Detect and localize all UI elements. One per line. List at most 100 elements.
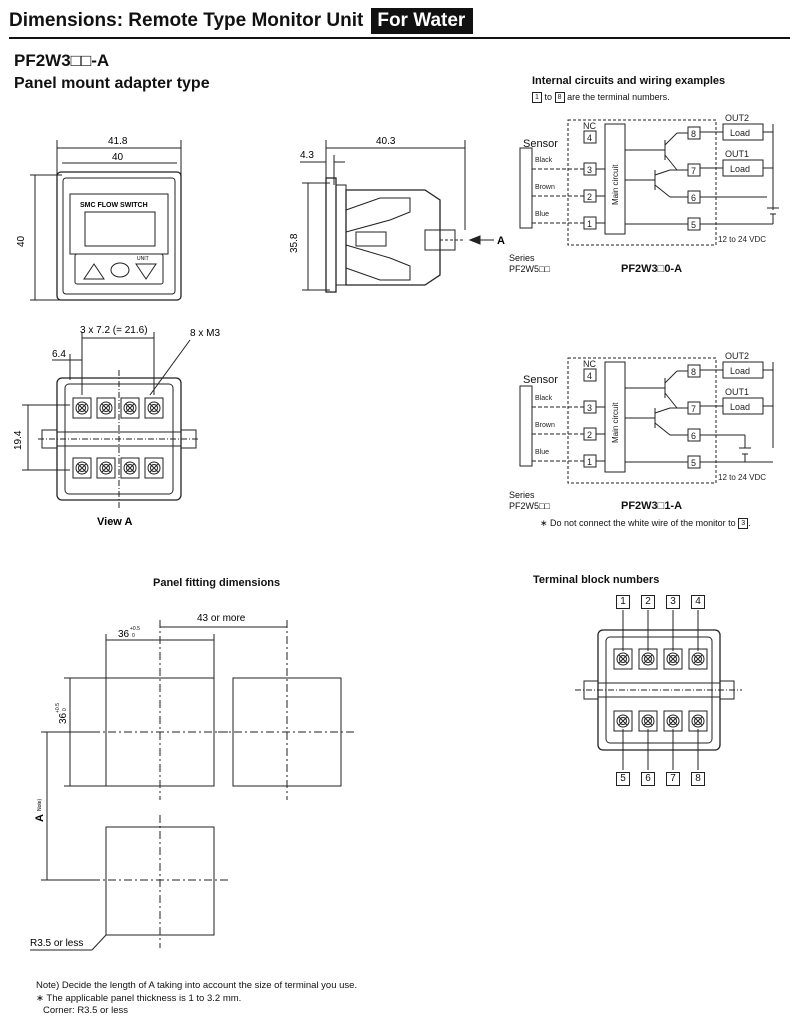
circuit-note-end: . [748, 518, 751, 528]
terminal-number-top: 1 [616, 595, 630, 609]
terminal-screw [688, 710, 708, 732]
terminal-number-top: 2 [641, 595, 655, 609]
nc-label: NC [583, 121, 596, 131]
output-label: OUT1 [725, 387, 749, 397]
terminal-number: 3 [587, 165, 592, 175]
output-label: OUT1 [725, 149, 749, 159]
sensor-label: Sensor [523, 374, 558, 386]
terminal-number: 1 [587, 457, 592, 467]
terminal-screw [688, 648, 708, 670]
corner-radius: R3.5 or less [30, 938, 83, 949]
series-label: Series [509, 253, 535, 263]
product-subtitle: Panel mount adapter type [14, 75, 210, 92]
wire-color-label: Blue [535, 211, 549, 218]
unit-text: UNIT [137, 256, 149, 262]
wire-color-label: Brown [535, 422, 555, 429]
wire-color-label: Black [535, 395, 553, 402]
view-arrow-label: A [497, 235, 505, 247]
terminal-screw [96, 397, 116, 419]
terminal-number-bottom: 5 [616, 772, 630, 786]
circuit-diagram-2: Main circuit4321NCBlackBrownBlue8765Load… [519, 351, 774, 484]
output-label: OUT2 [725, 113, 749, 123]
diagram1-model: PF2W3□0-A [621, 263, 683, 275]
terminal-number: 8 [691, 129, 696, 139]
dim-spacing: 43 or more [197, 613, 246, 624]
terminal-screw [613, 648, 633, 670]
dim-pitch: 3 x 7.2 (= 21.6) [80, 325, 148, 336]
footnote-length: Note) Decide the length of A taking into… [36, 980, 358, 991]
terminal-block-title: Terminal block numbers [533, 574, 660, 586]
series-model: PF2W5□□ [509, 501, 550, 511]
wire-color-label: Brown [535, 184, 555, 191]
terminal-number-bottom: 6 [641, 772, 655, 786]
terminal-screw [638, 710, 658, 732]
terminal-number-box: 8 [554, 92, 565, 104]
series-label: Series [509, 490, 535, 500]
dim-offset: 6.4 [52, 349, 66, 360]
dim-side-height: 35.8 [289, 233, 300, 253]
supply-voltage: 12 to 24 VDC [718, 473, 766, 482]
dim-screws: 8 x M3 [190, 328, 220, 339]
load-label: Load [730, 164, 750, 174]
terminal-number: 5 [691, 458, 696, 468]
terminal-screw [96, 457, 116, 479]
terminal-screw [72, 397, 92, 419]
terminal-number: 8 [691, 367, 696, 377]
footnotes: Note) Decide the length of A taking into… [36, 980, 357, 1018]
terminal-number: 4 [587, 371, 592, 381]
header-rule [9, 37, 790, 39]
dim-view-a-height: 19.4 [13, 430, 24, 450]
dim-cutout-height: 36 [58, 712, 69, 724]
page-title: Dimensions: Remote Type Monitor Unit [9, 10, 364, 31]
dim-cutout-height-tol2: 0 [62, 708, 68, 711]
terminal-number-box: 1 [532, 92, 542, 104]
output-label: OUT2 [725, 351, 749, 361]
dim-depth: 40.3 [376, 136, 396, 147]
dim-flange: 4.3 [300, 150, 314, 161]
dim-cutout-height-tol: +0.5 [55, 703, 61, 713]
terminal-number: 7 [691, 404, 696, 414]
dim-outer-width: 41.8 [108, 136, 128, 147]
circuit-note-text: ∗ Do not connect the white wire of the m… [540, 518, 736, 528]
dim-a-note: Note) [37, 798, 43, 811]
terminal-number: 4 [587, 133, 592, 143]
supply-voltage: 12 to 24 VDC [718, 235, 766, 244]
terminal-screw [144, 457, 164, 479]
subtitle-tail: are the terminal numbers. [567, 92, 670, 102]
wire-color-label: Blue [535, 449, 549, 456]
circuit-diagram-1: Main circuit4321NCBlackBrownBlue8765Load… [519, 113, 779, 246]
dim-inner-width: 40 [112, 152, 124, 163]
series-model: PF2W5□□ [509, 264, 550, 274]
terminal-screw [613, 710, 633, 732]
main-circuit-label: Main circuit [611, 164, 620, 205]
load-label: Load [730, 366, 750, 376]
terminal-screw [663, 710, 683, 732]
terminal-number-box: 3 [738, 518, 749, 530]
terminal-number: 2 [587, 430, 592, 440]
view-a-label: View A [97, 516, 133, 528]
dim-cutout-width-tol2: 0 [132, 633, 135, 639]
circuit-note: ∗ Do not connect the white wire of the m… [540, 518, 751, 530]
terminal-screw [144, 397, 164, 419]
sensor-label: Sensor [523, 138, 558, 150]
main-circuit-label: Main circuit [611, 402, 620, 443]
terminal-screw [638, 648, 658, 670]
subtitle-to: to [544, 92, 553, 102]
terminal-number: 2 [587, 192, 592, 202]
wire-color-label: Black [535, 157, 553, 164]
terminal-screw [120, 397, 140, 419]
terminal-number: 3 [587, 403, 592, 413]
circuits-title: Internal circuits and wiring examples [532, 75, 726, 87]
dim-height: 40 [16, 235, 27, 247]
nc-label: NC [583, 359, 596, 369]
footnote-corner: Corner: R3.5 or less [43, 1005, 129, 1016]
diagram2-model: PF2W3□1-A [621, 500, 683, 512]
terminal-number: 1 [587, 219, 592, 229]
terminal-screw [120, 457, 140, 479]
footnote-thickness: ∗ The applicable panel thickness is 1 to… [36, 992, 242, 1004]
